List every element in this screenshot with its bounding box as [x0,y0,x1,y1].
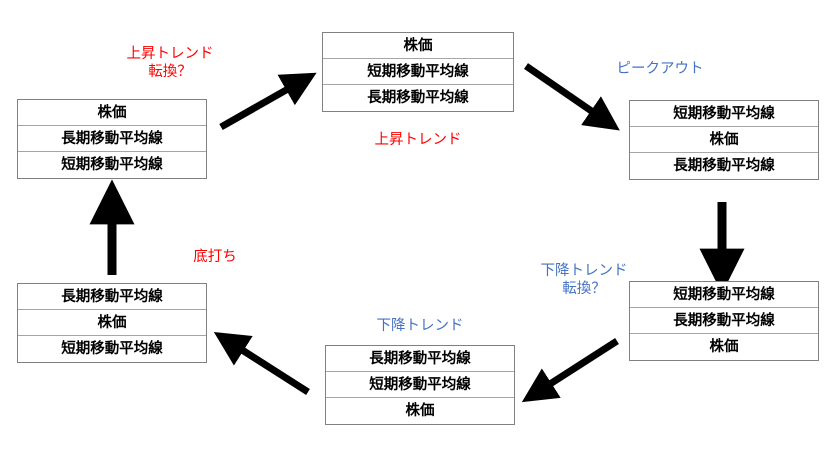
state-box-bottoming-reversal[interactable]: 株価 長期移動平均線 短期移動平均線 [17,99,207,179]
label-line-1: 底打ち [193,249,237,265]
state-row: 株価 [323,33,513,59]
state-box-peak-out[interactable]: 短期移動平均線 株価 長期移動平均線 [629,100,819,180]
arrow-down-right-top-to-right [524,63,620,131]
state-row: 短期移動平均線 [61,341,163,357]
label-downtrend-reversal: 下降トレンド 転換？ [524,262,644,298]
label-uptrend-reversal: 上昇トレンド 転換？ [110,45,230,81]
label-line-1: 上昇トレンド [374,132,462,148]
state-row: 長期移動平均線 [673,158,775,174]
state-box-bottoming[interactable]: 長期移動平均線 株価 短期移動平均線 [17,283,207,363]
state-row: 短期移動平均線 [630,282,818,308]
state-box-uptrend[interactable]: 株価 短期移動平均線 長期移動平均線 [322,32,514,112]
state-row: 株価 [405,403,435,419]
state-row: 長期移動平均線 [367,90,469,106]
state-row: 長期移動平均線 [326,346,514,372]
state-row: 短期移動平均線 [61,157,163,173]
state-box-downtrend-reversal[interactable]: 短期移動平均線 長期移動平均線 株価 [629,281,819,361]
state-row: 長期移動平均線 [18,126,206,152]
state-row: 株価 [630,127,818,153]
label-downtrend: 下降トレンド [360,317,480,335]
label-line-1: 上昇トレンド [126,46,214,62]
state-box-downtrend[interactable]: 長期移動平均線 短期移動平均線 株価 [325,345,515,425]
state-row: 長期移動平均線 [630,308,818,334]
arrow-up-left-bottom-to-bottom-left [213,331,310,395]
state-row: 長期移動平均線 [18,284,206,310]
state-row: 短期移動平均線 [630,101,818,127]
arrow-up-right-left-to-top [219,72,317,131]
state-row: 短期移動平均線 [323,59,513,85]
label-line-1: ピークアウト [616,61,704,77]
state-row: 株価 [709,339,739,355]
state-row: 株価 [18,100,206,126]
label-bottoming: 底打ち [155,248,275,266]
state-row: 株価 [18,310,206,336]
state-row: 短期移動平均線 [326,372,514,398]
label-line-1: 下降トレンド [540,263,628,279]
arrow-down-left-right-to-bottom [521,338,619,403]
label-uptrend: 上昇トレンド [358,131,478,149]
label-peak-out: ピークアウト [600,60,720,78]
label-line-2: 転換？ [148,64,192,80]
label-line-2: 転換？ [562,281,606,297]
label-line-1: 下降トレンド [376,318,464,334]
